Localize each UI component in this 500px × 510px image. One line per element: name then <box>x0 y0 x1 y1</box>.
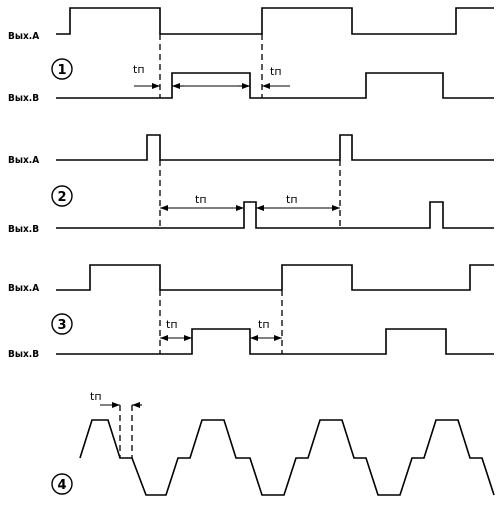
diagram-number-circle-1 <box>51 58 73 80</box>
diagram-number-circle-4 <box>51 473 73 495</box>
label-out-b-1: Вых.В <box>8 93 39 104</box>
tn-arrow <box>160 335 168 341</box>
tn-label: tп <box>133 63 145 76</box>
waveform-b-2 <box>56 201 494 229</box>
tn-label: tп <box>195 193 207 206</box>
label-out-b-3: Вых.В <box>8 349 39 360</box>
diagram-number-2: 2 <box>57 190 66 205</box>
label-out-a-3: Вых.А <box>8 283 39 294</box>
tn-arrow <box>152 83 160 89</box>
diagram-2: Вых.А Вых.В 2 tп tп <box>8 134 494 235</box>
diagram-3: Вых.А Вых.В 3 tп tп <box>8 264 494 360</box>
tn-arrow <box>112 402 120 408</box>
tn-label: tп <box>258 318 270 331</box>
tn-arrow <box>250 335 258 341</box>
tn-arrow <box>132 402 140 408</box>
waveform-a-1 <box>56 7 494 35</box>
diagram-1: Вых.А Вых.В 1 tп tп <box>8 7 494 104</box>
tn-label: tп <box>166 318 178 331</box>
tn-arrow <box>160 205 168 211</box>
waveform-b-3 <box>56 328 494 355</box>
label-out-a-1: Вых.А <box>8 31 39 42</box>
waveform-4 <box>79 419 495 496</box>
label-out-a-2: Вых.А <box>8 155 39 166</box>
waveform-a-3 <box>56 264 494 291</box>
diagram-4: tп 4 <box>51 390 495 496</box>
tn-arrow <box>256 205 264 211</box>
label-out-b-2: Вых.В <box>8 224 39 235</box>
tn-arrow <box>236 205 244 211</box>
waveform-a-2 <box>56 134 494 161</box>
tn-arrow <box>274 335 282 341</box>
diagram-number-circle-2 <box>51 185 73 207</box>
diagram-number-3: 3 <box>57 318 66 333</box>
diagram-number-circle-3 <box>51 313 73 335</box>
tn-arrow <box>184 335 192 341</box>
tn-label: tп <box>286 193 298 206</box>
diagram-number-4: 4 <box>57 478 66 493</box>
tn-label: tп <box>270 65 282 78</box>
diagram-number-1: 1 <box>57 63 66 78</box>
tn-arrow <box>332 205 340 211</box>
tn-label: tп <box>90 390 102 403</box>
